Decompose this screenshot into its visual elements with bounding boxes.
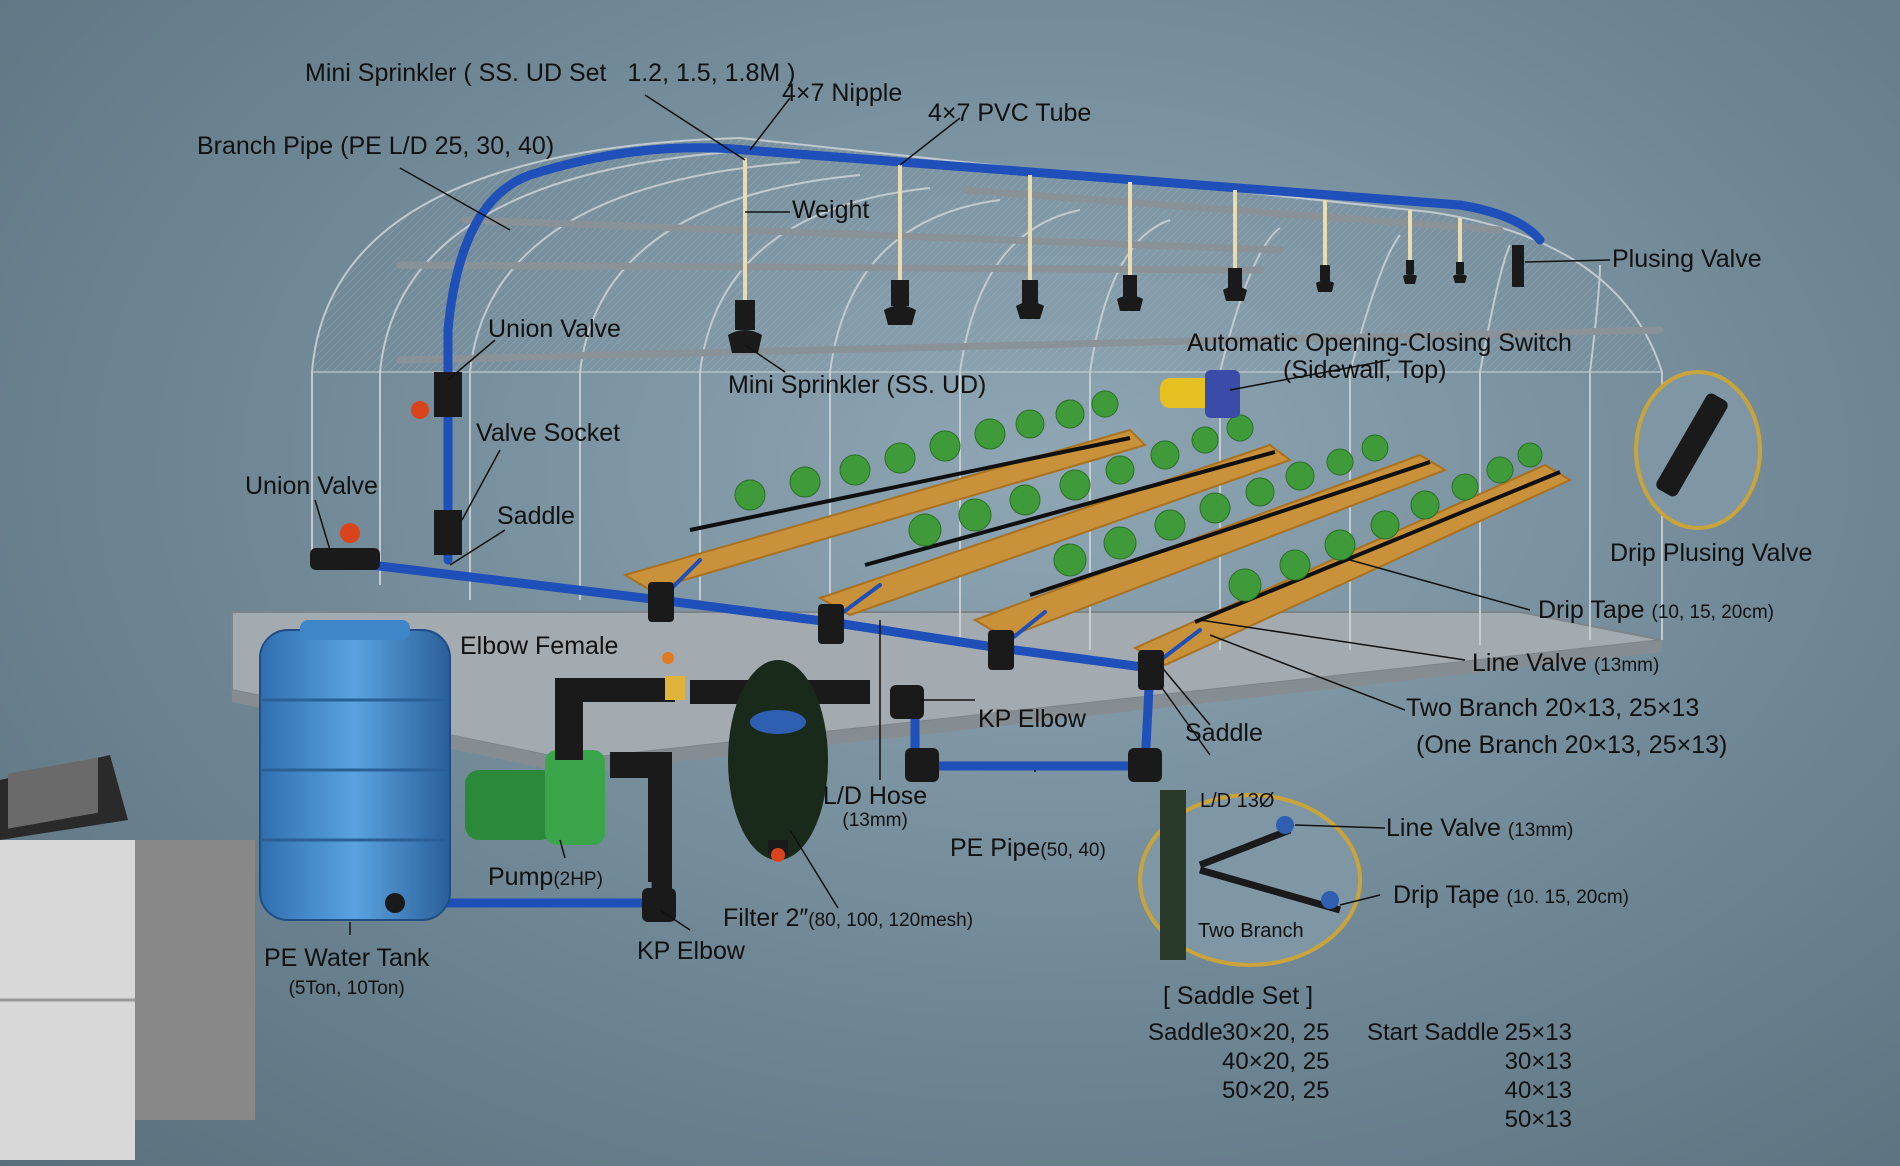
automatic-switch <box>1160 370 1240 418</box>
plusing-valve <box>1512 245 1524 287</box>
label-pvc-tube: 4×7 PVC Tube <box>928 99 1092 127</box>
union-valves <box>310 372 462 570</box>
saddle-set-saddle-label: Saddle <box>1148 1019 1223 1046</box>
saddle-set-inset <box>1138 790 1362 967</box>
start-saddle-size: 25×13 <box>1504 1019 1572 1046</box>
start-saddle-size: 50×13 <box>1504 1106 1572 1133</box>
label-auto-switch-1: Automatic Opening-Closing Switch <box>1187 329 1572 357</box>
inset-label-drip-tape: Drip Tape (10. 15, 20cm) <box>1393 881 1629 909</box>
label-pe-water-tank: PE Water Tank(5Ton, 10Ton) <box>264 944 430 999</box>
drip-plusing-valve-inset <box>1634 370 1762 530</box>
leader-lines <box>314 94 1611 935</box>
label-saddle-left: Saddle <box>497 502 575 530</box>
saddle-set-start-saddle-label: Start Saddle <box>1367 1019 1500 1046</box>
controller-unit <box>0 755 255 1160</box>
label-drip-tape: Drip Tape (10, 15, 20cm) <box>1538 596 1774 624</box>
start-saddle-size: 30×13 <box>1504 1048 1572 1075</box>
soil-beds <box>622 428 1573 667</box>
label-auto-switch-2: (Sidewall, Top) <box>1283 356 1447 384</box>
pump <box>465 652 685 907</box>
label-elbow-female: Elbow Female <box>460 632 619 660</box>
label-valve-socket: Valve Socket <box>476 419 621 447</box>
label-two-branch: Two Branch 20×13, 25×13 <box>1406 694 1700 722</box>
label-saddle-right: Saddle <box>1185 719 1263 747</box>
saddle-set-title: [ Saddle Set ] <box>1163 982 1314 1010</box>
label-mini-sprinkler: Mini Sprinkler (SS. UD) <box>728 371 987 399</box>
label-ld-hose: L/D Hose(13mm) <box>823 782 928 831</box>
pe-water-tank <box>259 620 451 921</box>
label-branch-pipe: Branch Pipe (PE L/D 25, 30, 40) <box>197 132 555 160</box>
label-kp-elbow-bottom: KP Elbow <box>637 937 745 965</box>
saddle-set-saddle-sizes: 30×20, 25 40×20, 25 50×20, 25 <box>1222 1018 1330 1105</box>
plants <box>734 390 1543 602</box>
label-union-valve-left: Union Valve <box>245 472 378 500</box>
label-pe-pipe: PE Pipe(50, 40) <box>950 834 1106 862</box>
riser-branch-pipe <box>443 143 1545 565</box>
saddle-set-start-saddle-sizes: 25×13 30×13 40×13 50×13 <box>1500 1018 1572 1134</box>
label-drip-plusing-valve: Drip Plusing Valve <box>1610 539 1813 567</box>
label-filter: Filter 2″(80, 100, 120mesh) <box>723 904 974 932</box>
saddles <box>648 582 1164 690</box>
label-pump: Pump(2HP) <box>488 863 603 891</box>
kp-elbow-fittings <box>642 685 1162 922</box>
saddle-size: 50×20, 25 <box>1222 1077 1330 1104</box>
inset-label-ld13: L/D 13Ø <box>1200 790 1275 812</box>
inset-label-line-valve: Line Valve (13mm) <box>1386 814 1574 842</box>
start-saddle-size: 40×13 <box>1504 1077 1572 1104</box>
label-one-branch: (One Branch 20×13, 25×13) <box>1416 731 1728 759</box>
label-plusing-valve: Plusing Valve <box>1612 245 1762 273</box>
greenhouse-frame <box>311 136 1663 650</box>
mini-sprinklers <box>728 158 1467 353</box>
label-nipple: 4×7 Nipple <box>782 79 903 107</box>
ld-hoses <box>658 558 1202 670</box>
filter <box>690 660 870 862</box>
saddle-size: 30×20, 25 <box>1222 1019 1330 1046</box>
label-line-valve: Line Valve (13mm) <box>1472 649 1660 677</box>
label-union-valve-top: Union Valve <box>488 315 621 343</box>
pe-pipe <box>910 663 1155 771</box>
label-weight: Weight <box>792 196 870 224</box>
inset-label-two-branch: Two Branch <box>1198 920 1304 942</box>
label-kp-elbow-right: KP Elbow <box>978 705 1086 733</box>
label-mini-sprinkler-set: Mini Sprinkler ( SS. UD Set 1.2, 1.5, 1.… <box>305 59 796 87</box>
saddle-size: 40×20, 25 <box>1222 1048 1330 1075</box>
